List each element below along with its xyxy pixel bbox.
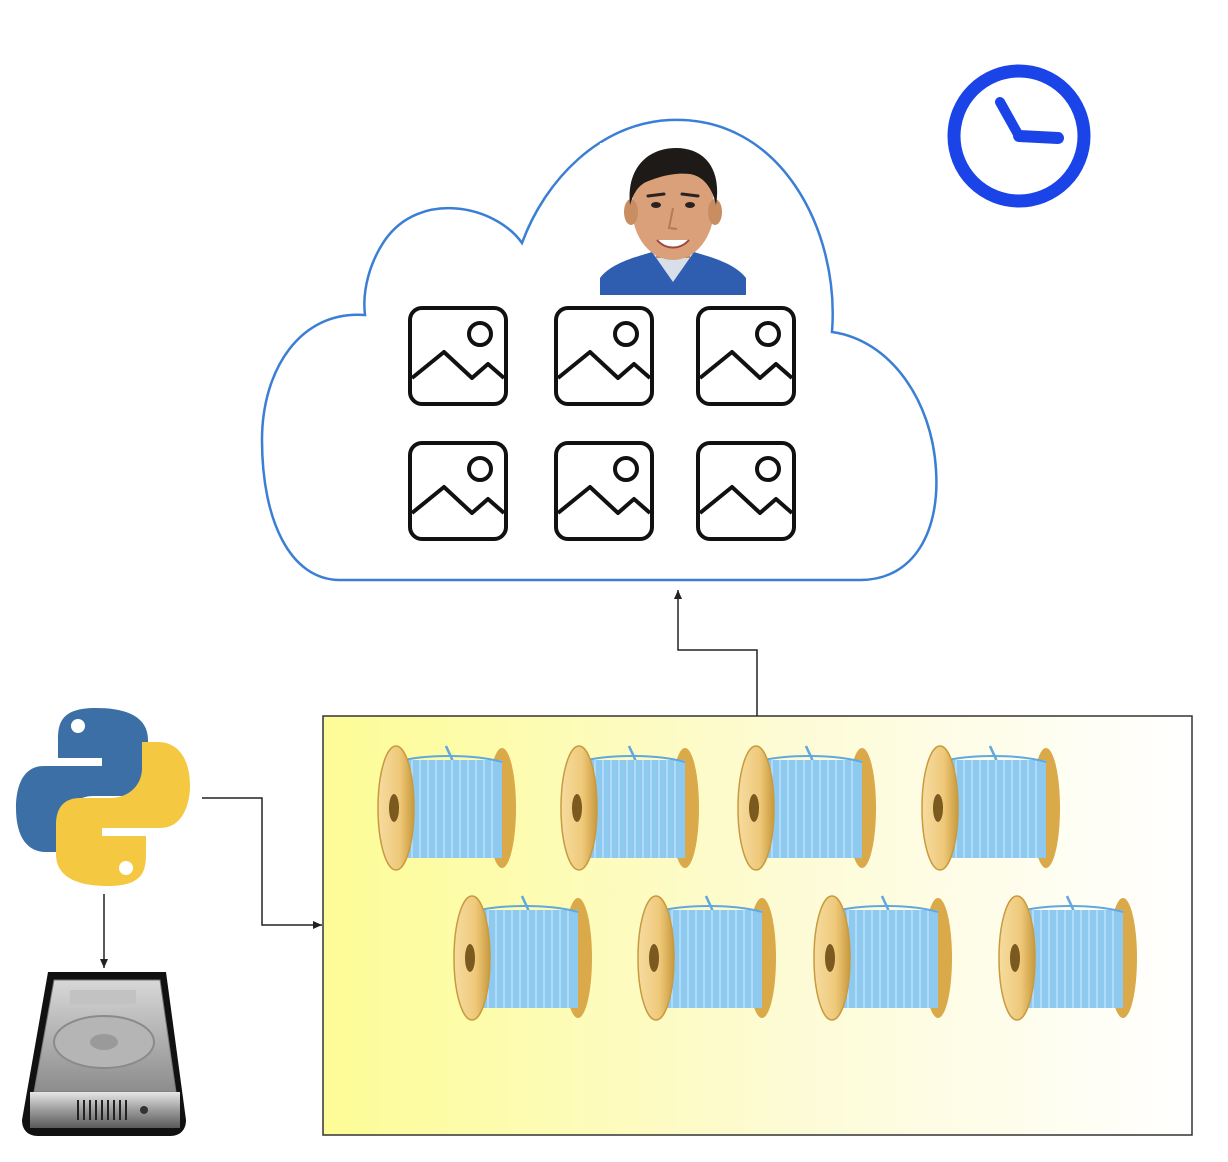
- thread-spool-icon: [559, 744, 701, 872]
- image-icon: [554, 306, 654, 406]
- thread-spool-icon: [920, 744, 1062, 872]
- person-photo: [600, 143, 746, 295]
- thread-spool-icon: [636, 894, 778, 1022]
- image-icon: [696, 441, 796, 541]
- thread-spool-icon: [736, 744, 878, 872]
- python-logo-icon: [16, 708, 190, 886]
- clock-icon: [947, 64, 1091, 208]
- cloud-node: [260, 118, 938, 582]
- thread-spool-icon: [997, 894, 1139, 1022]
- thread-spool-icon: [452, 894, 594, 1022]
- image-icon: [554, 441, 654, 541]
- thread-spool-icon: [812, 894, 954, 1022]
- connector-python-to-threads: [202, 797, 322, 929]
- threads-box: [322, 715, 1193, 1136]
- image-icon: [696, 306, 796, 406]
- connector-threads-to-cloud: [674, 590, 758, 716]
- image-icon: [408, 441, 508, 541]
- image-icon: [408, 306, 508, 406]
- hard-drive-icon: [22, 972, 186, 1136]
- thread-spool-icon: [376, 744, 518, 872]
